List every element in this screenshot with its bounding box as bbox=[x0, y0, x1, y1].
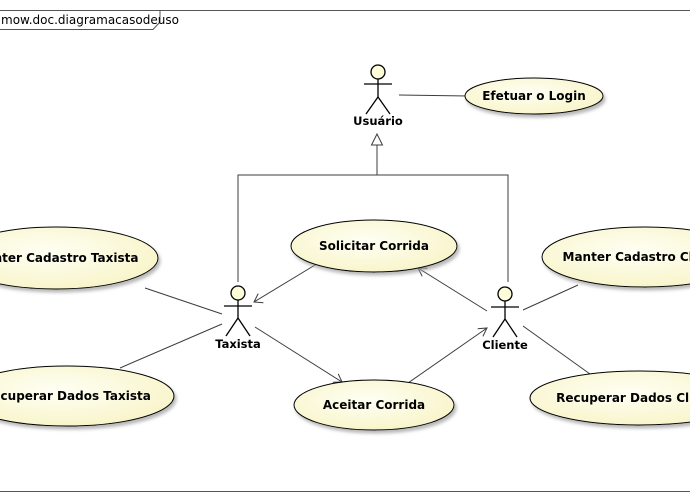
assoc-aceitar-cliente bbox=[407, 327, 488, 384]
actor-taxista[interactable]: Taxista bbox=[215, 285, 261, 351]
use-case-label: Efetuar o Login bbox=[482, 89, 586, 103]
use-case-recuperar-dados-cliente[interactable]: Recuperar Dados Cliente bbox=[529, 370, 690, 426]
frame-label: mow.doc.diagramacasodeuso bbox=[1, 13, 179, 27]
assoc-taxista-recuperar bbox=[119, 323, 223, 369]
assoc-solicitar-taxista bbox=[253, 261, 321, 303]
use-case-aceitar-corrida[interactable]: Aceitar Corrida bbox=[293, 379, 455, 431]
actor-head-icon bbox=[497, 286, 513, 302]
use-case-label: Manter Cadastro Taxista bbox=[0, 251, 138, 265]
diagram-frame: mow.doc.diagramacasodeuso bbox=[0, 10, 690, 492]
actor-head-icon bbox=[230, 285, 246, 301]
actor-label: Cliente bbox=[482, 338, 528, 352]
arrowhead-solicitar-taxista bbox=[253, 293, 264, 304]
arrowhead-aceitar-cliente bbox=[477, 327, 488, 337]
actor-cliente[interactable]: Cliente bbox=[482, 286, 528, 352]
use-case-label: Manter Cadastro Cliente bbox=[563, 250, 690, 264]
assoc-cliente-recuperar bbox=[522, 325, 591, 375]
relationship-lines bbox=[119, 94, 591, 384]
use-case-recuperar-dados-taxista[interactable]: Recuperar Dados Taxista bbox=[0, 365, 175, 427]
generalization-arrowhead bbox=[370, 132, 384, 146]
actor-usuario[interactable]: Usuário bbox=[353, 64, 403, 128]
actor-head-icon bbox=[370, 64, 386, 80]
use-case-manter-cadastro-taxista[interactable]: Manter Cadastro Taxista bbox=[0, 226, 159, 290]
use-case-label: Solicitar Corrida bbox=[319, 239, 429, 253]
use-case-manter-cadastro-cliente[interactable]: Manter Cadastro Cliente bbox=[541, 226, 690, 288]
assoc-usuario-login bbox=[398, 94, 469, 97]
generalization-path bbox=[237, 174, 509, 282]
use-case-label: Aceitar Corrida bbox=[323, 398, 425, 412]
use-case-solicitar-corrida[interactable]: Solicitar Corrida bbox=[290, 219, 458, 273]
use-case-label: Recuperar Dados Cliente bbox=[556, 391, 690, 405]
use-case-efetuar-login[interactable]: Efetuar o Login bbox=[464, 77, 604, 115]
actor-label: Taxista bbox=[215, 337, 261, 351]
use-case-label: Recuperar Dados Taxista bbox=[0, 389, 151, 403]
assoc-cliente-manter bbox=[522, 284, 579, 311]
assoc-taxista-aceitar bbox=[254, 326, 343, 383]
assoc-taxista-manter bbox=[144, 287, 223, 315]
actor-label: Usuário bbox=[353, 114, 403, 128]
assoc-cliente-solicitar bbox=[417, 267, 488, 312]
